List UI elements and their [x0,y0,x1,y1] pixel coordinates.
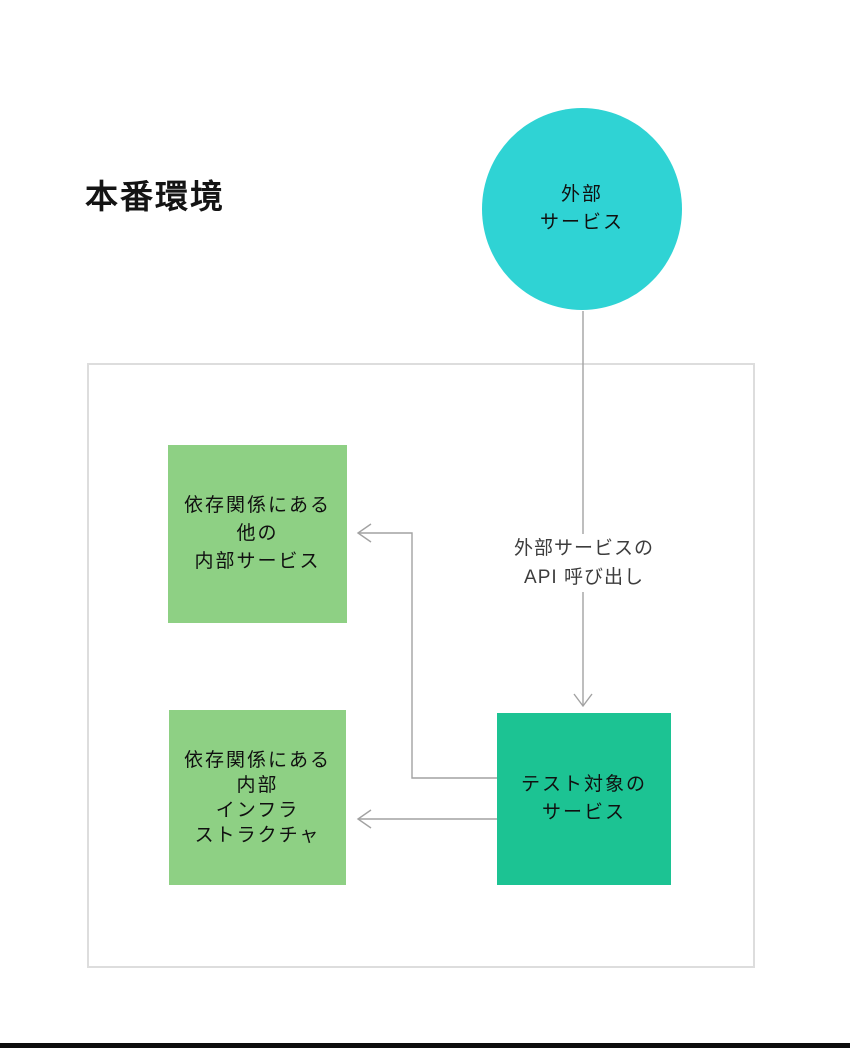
api-call-label-line2: API 呼び出し [524,567,644,588]
internal-infrastructure-label-line2: 内部 [236,774,279,796]
service-under-test-node: テスト対象の サービス [497,713,671,885]
service-under-test-label-line2: サービス [541,802,626,823]
production-environment-title: 本番環境 [85,178,225,215]
other-internal-services-label-line3: 内部サービス [194,551,321,572]
external-service-label-line2: サービス [539,212,624,233]
internal-infrastructure-label-line3: インフラ [215,799,300,821]
other-internal-services-label-line2: 他の [236,523,279,544]
internal-infrastructure-node: 依存関係にある 内部 インフラ ストラクチャ [169,710,346,885]
internal-infrastructure-label-line1: 依存関係にある [183,749,331,771]
bottom-border-bar [0,1043,850,1048]
external-service-node: 外部 サービス [482,108,682,310]
production-environment-boundary [87,363,755,968]
other-internal-services-node: 依存関係にある 他の 内部サービス [168,445,347,623]
external-service-label-line1: 外部 [560,184,603,205]
other-internal-services-label-line1: 依存関係にある [183,495,331,516]
internal-infrastructure-label-line4: ストラクチャ [194,824,321,846]
api-call-label-line1: 外部サービスの [513,538,654,559]
service-under-test-label-line1: テスト対象の [520,774,647,795]
api-call-label: 外部サービスの API 呼び出し [484,534,684,592]
